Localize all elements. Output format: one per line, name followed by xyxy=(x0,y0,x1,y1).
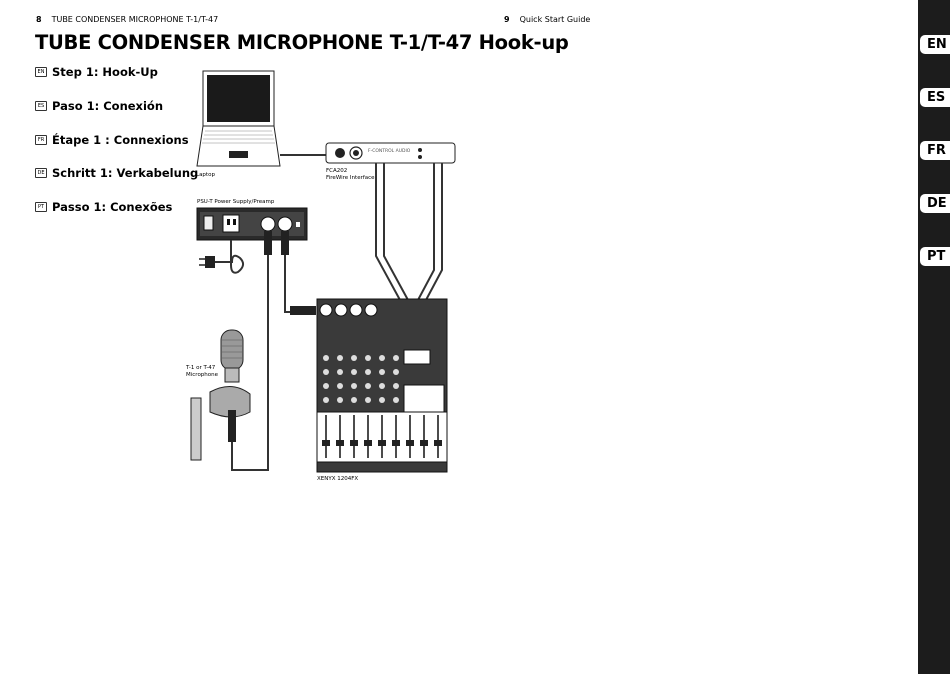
lang-code-box: DE xyxy=(35,167,47,178)
power-cable xyxy=(199,240,244,274)
xlr-plug xyxy=(264,231,272,255)
page-title: TUBE CONDENSER MICROPHONE T-1/T-47 Hook-… xyxy=(35,31,569,54)
step-de: DE Schritt 1: Verkabelung xyxy=(35,166,198,180)
xlr-plug xyxy=(281,231,289,255)
psu-to-mixer-cable xyxy=(284,255,292,313)
language-tab-fr[interactable]: FR xyxy=(920,141,950,160)
mic-cable xyxy=(231,255,269,471)
xlr-plug xyxy=(290,306,316,315)
interface-brand: F-CONTROL AUDIO xyxy=(368,148,411,154)
psu-label: PSU-T Power Supply/Preamp xyxy=(197,199,275,205)
left-page-header: 8 TUBE CONDENSER MICROPHONE T-1/T-47 xyxy=(36,15,218,24)
step-pt: PT Passo 1: Conexões xyxy=(35,200,172,214)
step-es: ES Paso 1: Conexión xyxy=(35,99,163,113)
mic-label-model: T-1 or T-47 xyxy=(185,365,216,371)
language-tab-es[interactable]: ES xyxy=(920,88,950,107)
lang-code-box: ES xyxy=(35,100,47,111)
step-label: Étape 1 : Connexions xyxy=(52,133,189,147)
fca202-interface: F-CONTROL AUDIO xyxy=(325,142,456,164)
step-fr: FR Étape 1 : Connexions xyxy=(35,133,189,147)
step-label: Schritt 1: Verkabelung xyxy=(52,166,199,180)
interface-label-model: FCA202 xyxy=(326,168,347,174)
page-number: 9 xyxy=(504,15,510,24)
xenyx-mixer xyxy=(316,298,448,473)
laptop-illustration xyxy=(196,70,281,167)
lang-code-box: FR xyxy=(35,134,47,145)
mic-label-type: Microphone xyxy=(186,372,219,378)
language-tab-en[interactable]: EN xyxy=(920,35,950,54)
laptop-label: Laptop xyxy=(196,172,215,178)
mixer-label: XENYX 1204FX xyxy=(317,476,358,482)
step-en: EN Step 1: Hook-Up xyxy=(35,65,158,79)
microphone-illustration xyxy=(190,329,251,461)
running-title: Quick Start Guide xyxy=(519,15,591,24)
lang-code-box: PT xyxy=(35,201,47,212)
language-tab-pt[interactable]: PT xyxy=(920,247,950,266)
step-label: Paso 1: Conexión xyxy=(52,99,164,113)
running-title: TUBE CONDENSER MICROPHONE T-1/T-47 xyxy=(51,15,219,24)
hookup-diagram: Laptop F-CONTROL AUDIO FCA202 FireWire I… xyxy=(185,70,456,482)
page-number: 8 xyxy=(36,15,42,24)
language-tab-de[interactable]: DE xyxy=(920,194,950,213)
language-sidebar xyxy=(918,0,950,674)
interface-label-type: FireWire Interface xyxy=(326,175,375,181)
lang-code-box: EN xyxy=(35,66,47,77)
step-label: Step 1: Hook-Up xyxy=(52,65,158,79)
right-page-header: 9 Quick Start Guide xyxy=(504,15,590,24)
step-label: Passo 1: Conexões xyxy=(52,200,173,214)
psu-t-power-supply xyxy=(196,207,308,241)
interface-to-mixer-cables xyxy=(375,163,443,301)
